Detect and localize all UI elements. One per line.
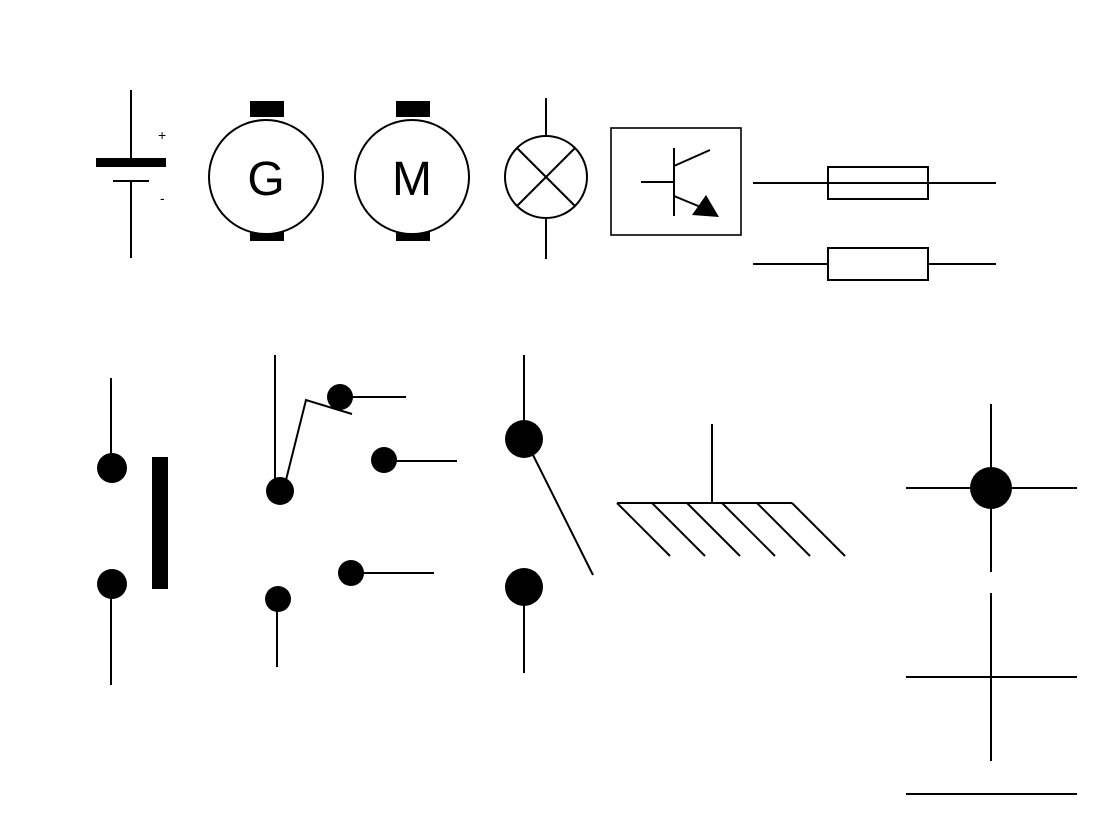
transistor-emitter-arrow	[692, 195, 719, 217]
resistor-upper-body	[827, 166, 929, 200]
wire-crossing	[906, 593, 1077, 761]
wire-junction-connected	[906, 404, 1077, 572]
resistor-symbol-upper	[753, 166, 996, 200]
junction-dot	[970, 467, 1012, 509]
ground-hatch-2	[651, 502, 706, 557]
lamp-cross-2	[516, 147, 576, 207]
ground-symbol	[616, 424, 846, 557]
motor-circle	[354, 119, 470, 235]
battery-minus-label: -	[160, 190, 165, 206]
selector-switch-symbol	[265, 355, 457, 667]
ground-hatch-6	[791, 502, 846, 557]
ground-hatch-3	[686, 502, 741, 557]
selector-common-node	[266, 477, 294, 505]
ground-hatch-1	[616, 502, 671, 557]
resistor-lower-body	[827, 247, 929, 281]
generator-circle	[208, 119, 324, 235]
lamp-circle	[504, 135, 588, 219]
single-pole-switch-symbol	[505, 355, 594, 673]
switch-blade	[532, 454, 594, 576]
battery-symbol: + -	[96, 90, 166, 258]
capacitor-symbol	[97, 378, 168, 685]
transistor-emitter	[673, 195, 704, 209]
battery-positive-plate	[96, 158, 166, 167]
generator-brush-top	[250, 101, 284, 117]
generator-symbol: G	[208, 101, 324, 241]
transistor-box	[610, 127, 742, 236]
resistor-symbol-lower	[753, 247, 996, 281]
motor-letter: M	[392, 153, 432, 206]
capacitor-node-top	[97, 453, 127, 483]
battery-plus-label: +	[158, 127, 166, 143]
generator-letter: G	[247, 153, 284, 206]
capacitor-plate	[152, 457, 168, 589]
ground-hatch-4	[721, 502, 776, 557]
motor-symbol: M	[354, 101, 470, 241]
transistor-symbol	[610, 127, 742, 236]
ground-hatch-5	[756, 502, 811, 557]
motor-brush-top	[396, 101, 430, 117]
lamp-symbol	[504, 98, 588, 259]
transistor-collector	[673, 149, 711, 167]
switch-node-top	[505, 420, 543, 458]
selector-wiper-arm	[285, 398, 353, 481]
